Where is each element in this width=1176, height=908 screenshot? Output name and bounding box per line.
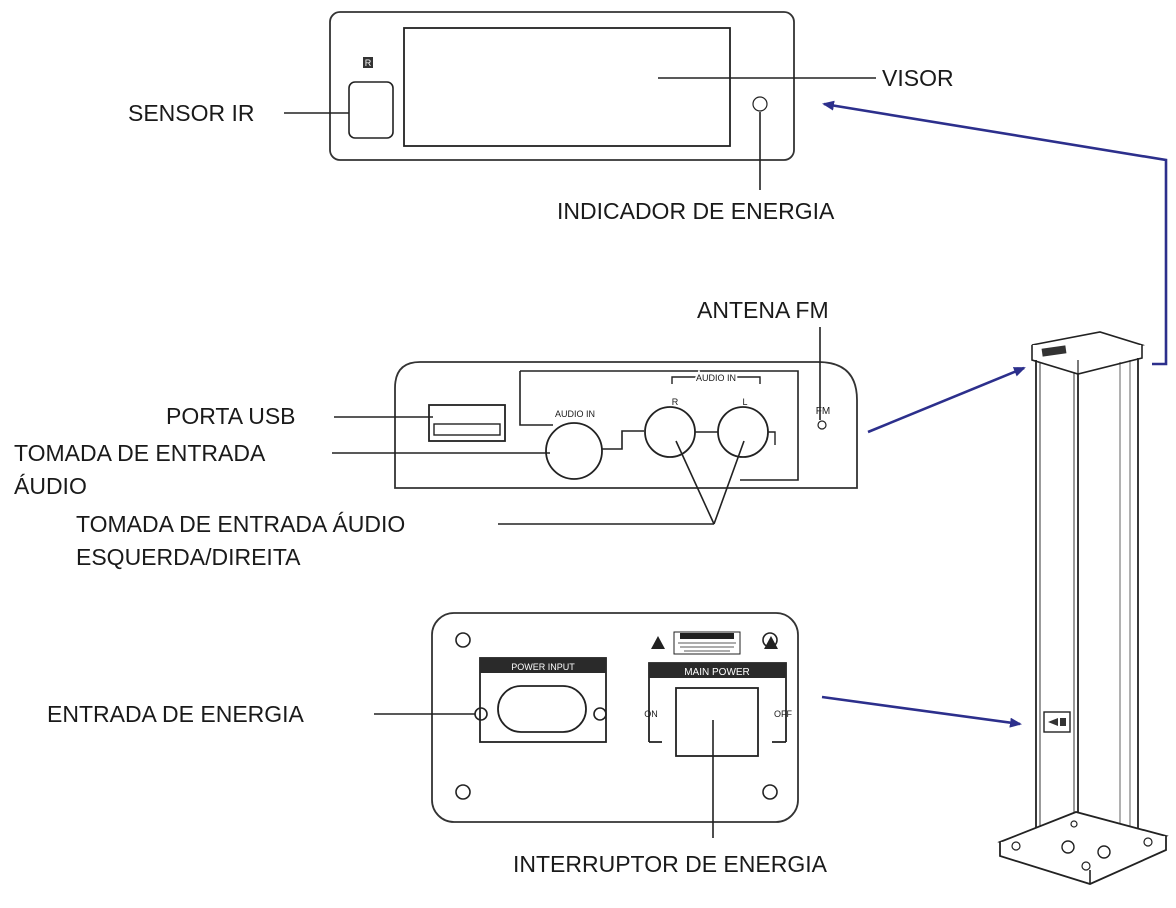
label-tomada-entrada-1: TOMADA DE ENTRADA <box>14 440 266 466</box>
power-input-text: POWER INPUT <box>511 662 575 672</box>
off-text: OFF <box>774 709 792 719</box>
audio-in-group-text: AUDIO IN <box>696 373 736 383</box>
arrow-to-power <box>821 695 1022 728</box>
audio-in-text: AUDIO IN <box>555 409 595 419</box>
label-interruptor-energia: INTERRUPTOR DE ENERGIA <box>513 851 828 877</box>
r-text: R <box>672 397 679 407</box>
screw-icon <box>455 784 471 800</box>
leader-tomada-r <box>675 440 715 525</box>
label-sensor-ir: SENSOR IR <box>128 100 255 126</box>
tower-speaker <box>997 331 1169 885</box>
ir-badge-icon <box>363 57 373 68</box>
power-panel: POWER INPUT MAIN POWER ON OFF <box>431 612 799 823</box>
label-entrada-energia: ENTRADA DE ENERGIA <box>47 701 305 727</box>
main-power-text: MAIN POWER <box>684 667 750 678</box>
power-input-socket <box>497 685 587 733</box>
audio-panel: AUDIO IN AUDIO IN R L FM <box>394 361 858 489</box>
label-tomada-lr-2: ESQUERDA/DIREITA <box>76 544 301 570</box>
ir-sensor-window <box>348 81 394 139</box>
arrow-to-audio <box>867 366 1026 434</box>
audio-in-jack <box>545 422 603 480</box>
main-power-switch <box>675 687 759 757</box>
display-panel: R <box>329 11 795 161</box>
power-input-header <box>480 658 606 673</box>
leader-tomada-l <box>713 440 745 525</box>
warning-icon <box>764 636 778 649</box>
screw-icon <box>455 632 471 648</box>
arrow-to-display <box>822 100 1168 366</box>
ir-badge-text: R <box>365 58 372 68</box>
warning-icon <box>651 636 665 649</box>
label-tomada-entrada-2: ÁUDIO <box>14 473 87 499</box>
tower-display-icon <box>1041 345 1067 357</box>
usb-port-icon <box>428 404 506 442</box>
tower-power-connector <box>1043 711 1071 733</box>
fm-antenna-jack <box>817 420 827 430</box>
label-indicador-energia: INDICADOR DE ENERGIA <box>557 198 835 224</box>
label-porta-usb: PORTA USB <box>166 403 296 429</box>
l-text: L <box>742 397 747 407</box>
screw-icon <box>762 784 778 800</box>
label-tomada-lr-1: TOMADA DE ENTRADA ÁUDIO <box>76 511 405 537</box>
label-visor: VISOR <box>882 65 954 91</box>
main-power-header <box>649 663 786 678</box>
label-antena-fm: ANTENA FM <box>697 297 829 323</box>
power-led-icon <box>752 96 768 112</box>
fm-text: FM <box>816 406 830 417</box>
on-text: ON <box>644 709 658 719</box>
